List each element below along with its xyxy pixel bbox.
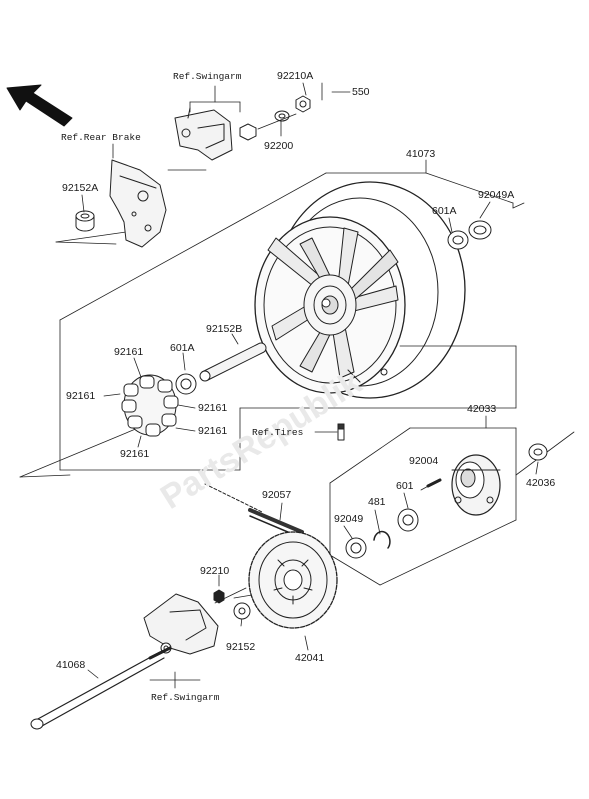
ref-swingarm-bottom: Ref.Swingarm (151, 692, 220, 703)
ref-rear-brake: Ref.Rear Brake (61, 132, 141, 143)
collar-42036 (528, 443, 548, 461)
chain-adjuster-bottom (143, 593, 219, 655)
part-label-42036: 42036 (526, 477, 556, 489)
part-label-92161-right-a: 92161 (198, 402, 228, 414)
sprocket-42041 (248, 531, 338, 629)
nut-92210a (295, 95, 311, 113)
part-label-92152: 92152 (226, 641, 256, 653)
part-label-92057: 92057 (262, 489, 292, 501)
ref-tires: Ref.Tires (252, 427, 304, 438)
part-label-42033: 42033 (467, 403, 497, 415)
part-label-92210: 92210 (200, 565, 230, 577)
bearing-601 (397, 508, 419, 532)
oil-seal-92049 (345, 537, 367, 559)
rear-wheel-41073 (254, 181, 466, 399)
part-label-601: 601 (396, 480, 414, 492)
part-label-92161-top: 92161 (114, 346, 144, 358)
part-label-92161-bottom: 92161 (120, 448, 150, 460)
part-label-92200: 92200 (264, 140, 294, 152)
bearing-601a-right (447, 230, 469, 250)
ref-swingarm-top: Ref.Swingarm (173, 71, 242, 82)
rear-brake-bracket (109, 159, 167, 248)
adjuster-bolt (239, 123, 257, 141)
part-label-92210a: 92210A (277, 70, 314, 82)
damper-92161 (121, 374, 179, 437)
part-label-550: 550 (352, 86, 370, 98)
part-label-601a-right: 601A (432, 205, 457, 217)
part-label-41073: 41073 (406, 148, 436, 160)
front-arrow-icon (6, 84, 73, 127)
part-label-92049: 92049 (334, 513, 364, 525)
part-label-92049a: 92049A (478, 189, 515, 201)
collar-92152b (199, 342, 267, 382)
part-label-42041: 42041 (295, 652, 325, 664)
nut-92210 (213, 589, 225, 604)
part-label-92152a: 92152A (62, 182, 99, 194)
washer-92200 (274, 110, 290, 122)
oil-seal-92049a (468, 220, 492, 240)
coupling-42033 (451, 454, 501, 516)
chain-adjuster-top (174, 107, 233, 161)
collar-92152a (75, 210, 95, 232)
leader-lines (19, 82, 575, 689)
part-label-92161-left: 92161 (66, 390, 96, 402)
part-label-92161-right-b: 92161 (198, 425, 228, 437)
stud-92004 (426, 478, 442, 488)
axle-41068 (30, 646, 172, 730)
circlip-481 (373, 530, 391, 549)
part-label-41068: 41068 (56, 659, 86, 671)
collar-92152 (233, 602, 251, 620)
bearing-601a-left (175, 373, 197, 395)
part-label-601a-left: 601A (170, 342, 195, 354)
tire-valve (337, 423, 345, 441)
part-label-92152b: 92152B (206, 323, 243, 335)
part-label-92004: 92004 (409, 455, 439, 467)
part-label-481: 481 (368, 496, 386, 508)
